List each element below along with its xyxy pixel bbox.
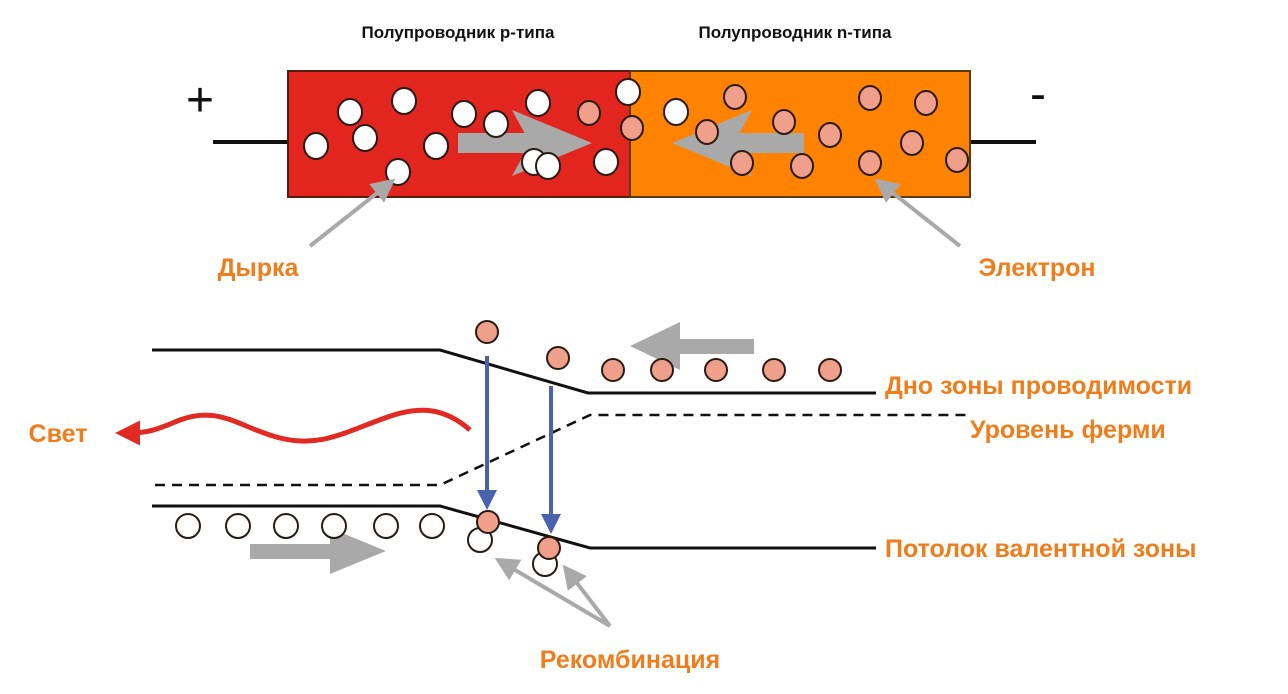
electron — [818, 122, 842, 148]
electron — [945, 147, 969, 173]
electron — [650, 358, 674, 382]
fermi-level-line — [155, 413, 966, 487]
electron — [620, 115, 644, 141]
electron — [546, 346, 570, 370]
electron — [704, 358, 728, 382]
recombination-arrow — [562, 564, 612, 628]
n-type-title: Полупроводник n-типа — [699, 23, 892, 42]
hole — [337, 98, 363, 126]
hole — [352, 124, 378, 152]
hole — [385, 158, 411, 186]
hole — [535, 152, 561, 180]
electron — [577, 100, 601, 126]
hole — [451, 100, 477, 128]
light-wave — [115, 407, 472, 446]
electron — [601, 358, 625, 382]
conduction-band-label: Дно зоны проводимости — [885, 372, 1192, 400]
conduction-band-line — [152, 348, 876, 395]
p-type-title: Полупроводник p-типа — [362, 23, 555, 42]
valence-band-line — [152, 504, 876, 550]
hole-drift-arrow — [250, 528, 386, 574]
plus-terminal: + — [186, 74, 214, 127]
hole — [525, 89, 551, 117]
band-electrons-group — [475, 320, 842, 560]
hole — [615, 78, 641, 106]
electron — [858, 150, 882, 176]
hole-pointer-arrow — [308, 178, 396, 248]
hole — [419, 513, 445, 539]
hole — [663, 98, 689, 126]
electron — [772, 109, 796, 135]
minus-terminal: - — [1030, 68, 1046, 121]
hole — [391, 87, 417, 115]
hole — [273, 513, 299, 539]
electron — [537, 536, 561, 560]
valence-band-label: Потолок валентной зоны — [885, 535, 1196, 563]
electron — [818, 358, 842, 382]
electron — [695, 119, 719, 145]
hole — [175, 513, 201, 539]
electrons-group — [577, 84, 969, 179]
holes-group — [303, 78, 689, 186]
hole — [423, 132, 449, 160]
electron-pointer-arrow — [874, 178, 962, 248]
hole — [483, 110, 509, 138]
electron — [476, 510, 500, 534]
electron — [730, 150, 754, 176]
fermi-level-label: Уровень ферми — [970, 416, 1166, 444]
electron — [900, 130, 924, 156]
hole — [303, 132, 329, 160]
electron — [762, 358, 786, 382]
electron-drift-arrow — [630, 322, 754, 370]
recombination-label: Рекомбинация — [540, 646, 720, 674]
hole — [225, 513, 251, 539]
electron — [858, 85, 882, 111]
hole — [593, 148, 619, 176]
electron — [914, 90, 938, 116]
hole — [321, 513, 347, 539]
light-label: Свет — [29, 420, 88, 448]
recombination-arrow — [494, 557, 612, 628]
electron — [723, 84, 747, 110]
hole-label: Дырка — [218, 254, 300, 282]
electron — [475, 320, 499, 344]
hole — [373, 513, 399, 539]
electron — [790, 153, 814, 179]
electron-label: Электрон — [978, 254, 1095, 282]
